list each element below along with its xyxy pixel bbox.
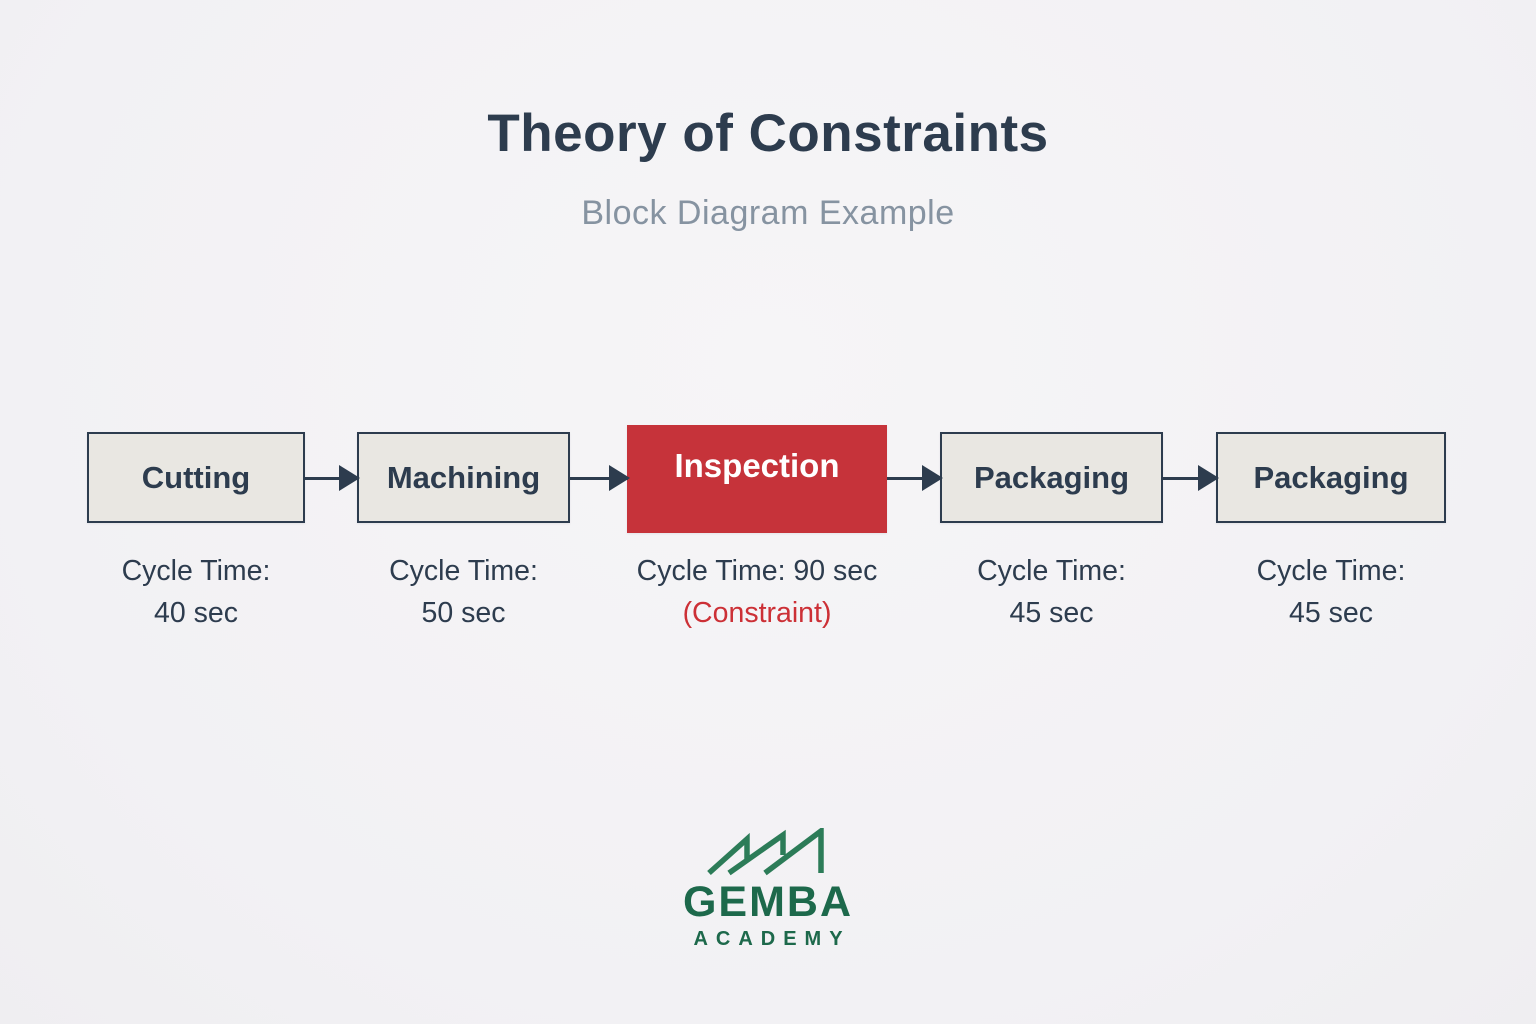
logo-subtext: ACADEMY <box>693 928 851 950</box>
process-block-inspection-constraint: Inspection <box>627 425 887 533</box>
flow-arrow-icon <box>305 465 360 491</box>
process-block-packaging-1: Packaging <box>940 432 1163 523</box>
flow-arrow-icon <box>570 465 630 491</box>
process-block-packaging-2: Packaging <box>1216 432 1446 523</box>
cycle-time-packaging-2: Cycle Time: 45 sec <box>1166 550 1496 634</box>
arrow-head <box>1198 465 1219 491</box>
process-block-machining: Machining <box>357 432 570 523</box>
arrow-head <box>609 465 630 491</box>
cycle-time-cutting: Cycle Time: 40 sec <box>36 550 356 634</box>
page-title: Theory of Constraints <box>487 104 1049 163</box>
mountain-zigzag-icon <box>707 828 824 876</box>
constraint-note: (Constraint) <box>682 597 832 629</box>
cycle-time-line1: Cycle Time: <box>1256 555 1406 587</box>
arrow-head <box>339 465 360 491</box>
cycle-time-line2: 40 sec <box>154 597 238 629</box>
page-subtitle: Block Diagram Example <box>581 194 955 232</box>
arrow-shaft <box>305 476 358 480</box>
flow-arrow-icon <box>1163 465 1219 491</box>
logo-wordmark: GEMBA <box>682 878 854 926</box>
arrow-shaft <box>570 476 628 480</box>
cycle-time-line1: Cycle Time: 90 sec <box>636 555 878 587</box>
cycle-time-line2: 50 sec <box>421 597 506 629</box>
arrow-head <box>922 465 943 491</box>
cycle-time-machining: Cycle Time: 50 sec <box>307 550 620 634</box>
process-block-cutting: Cutting <box>87 432 305 523</box>
cycle-time-line2: 45 sec <box>1009 597 1094 629</box>
arrow-shaft <box>1163 476 1217 480</box>
arrow-shaft <box>887 476 941 480</box>
flow-arrow-icon <box>887 465 943 491</box>
cycle-time-line1: Cycle Time: <box>977 555 1126 587</box>
gemba-academy-logo: GEMBA ACADEMY <box>0 828 1536 951</box>
cycle-time-line1: Cycle Time: <box>389 555 538 587</box>
cycle-time-line1: Cycle Time: <box>121 555 271 587</box>
cycle-time-packaging-1: Cycle Time: 45 sec <box>890 550 1213 634</box>
cycle-time-line2: 45 sec <box>1289 597 1373 629</box>
cycle-time-inspection: Cycle Time: 90 sec (Constraint) <box>607 550 907 634</box>
